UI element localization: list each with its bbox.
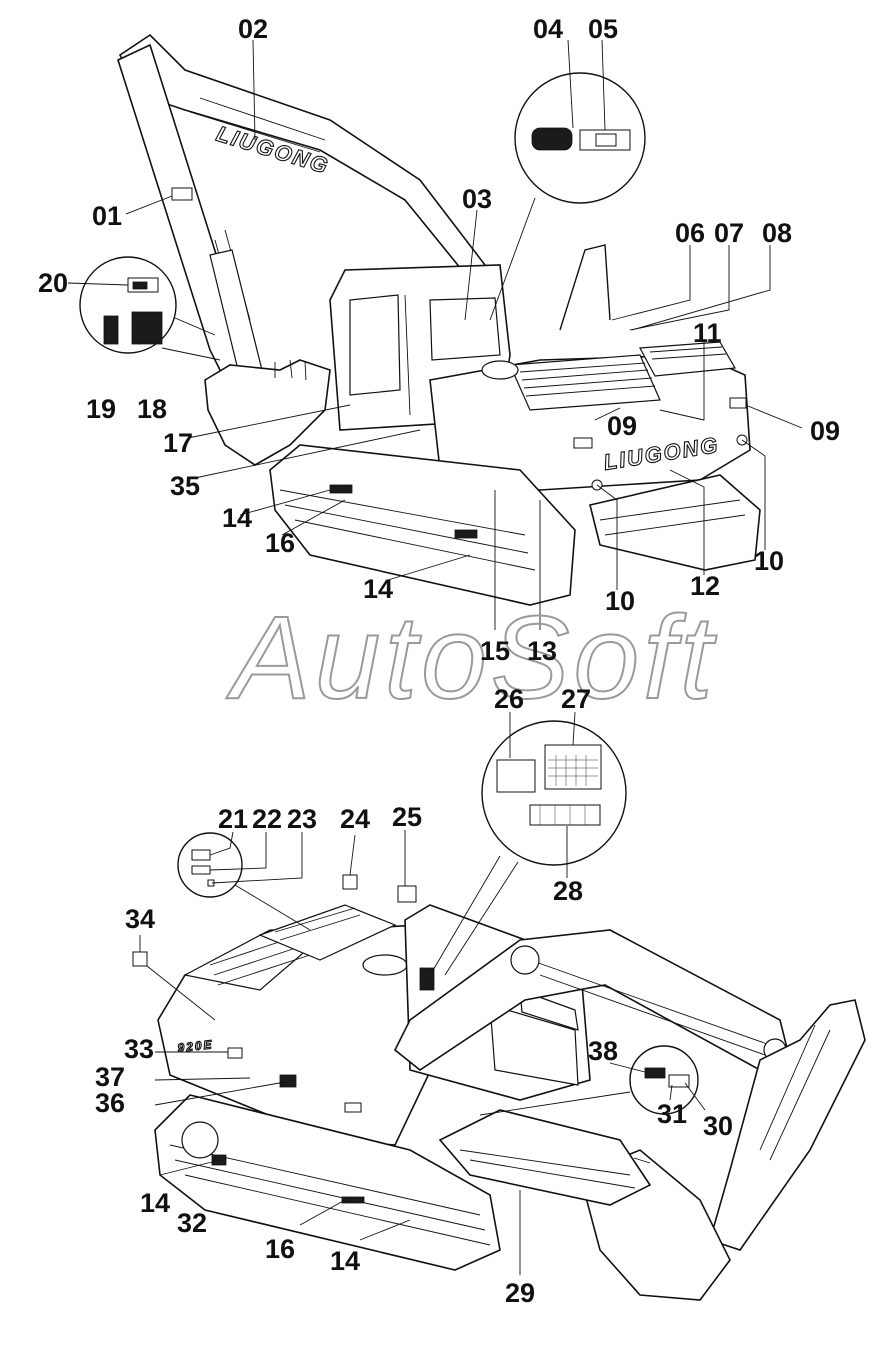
callout-37: 37 bbox=[95, 1062, 125, 1092]
callout-22: 22 bbox=[252, 804, 282, 834]
callout-33: 33 bbox=[124, 1034, 154, 1064]
model-plate-bottom: 920E bbox=[177, 1037, 214, 1055]
callout-30: 30 bbox=[703, 1111, 733, 1141]
callout-13: 13 bbox=[527, 636, 557, 666]
callout-35: 35 bbox=[170, 471, 200, 501]
callout-31: 31 bbox=[657, 1099, 687, 1129]
callout-16-bottom: 16 bbox=[265, 1234, 295, 1264]
detail-circle-04-05 bbox=[489, 72, 646, 321]
callout-17: 17 bbox=[163, 428, 193, 458]
callout-03: 03 bbox=[462, 184, 492, 214]
excavator-top-view: LIUGONG LIUGONG bbox=[117, 33, 761, 606]
callout-23: 23 bbox=[287, 804, 317, 834]
decal-box-34 bbox=[132, 951, 148, 967]
detail-circle-21-23 bbox=[177, 832, 311, 931]
watermark: AutoSoft bbox=[225, 591, 717, 725]
callout-36: 36 bbox=[95, 1088, 125, 1118]
callout-21: 21 bbox=[218, 804, 248, 834]
callout-27: 27 bbox=[561, 684, 591, 714]
callout-10-right: 10 bbox=[754, 546, 784, 576]
callout-25: 25 bbox=[392, 802, 422, 832]
callout-19: 19 bbox=[86, 394, 116, 424]
callout-16: 16 bbox=[265, 528, 295, 558]
callout-09-right: 09 bbox=[810, 416, 840, 446]
watermark-text: AutoSoft bbox=[226, 592, 717, 724]
leader-lines bbox=[67, 39, 803, 1275]
callout-04: 04 bbox=[533, 14, 563, 44]
callout-05: 05 bbox=[588, 14, 618, 44]
callout-12: 12 bbox=[690, 571, 720, 601]
callout-20: 20 bbox=[38, 268, 68, 298]
callout-14-bottom-left: 14 bbox=[140, 1188, 170, 1218]
callout-38: 38 bbox=[588, 1036, 618, 1066]
callout-28: 28 bbox=[553, 876, 583, 906]
callout-11: 11 bbox=[693, 318, 722, 348]
callout-32: 32 bbox=[177, 1208, 207, 1238]
decal-box-25 bbox=[397, 885, 417, 903]
callout-14-upper: 14 bbox=[222, 503, 252, 533]
excavator-bottom-view: 920E bbox=[154, 904, 866, 1301]
callout-09-left: 09 bbox=[607, 411, 637, 441]
callout-15: 15 bbox=[480, 636, 510, 666]
callout-07: 07 bbox=[714, 218, 744, 248]
callout-34: 34 bbox=[125, 904, 155, 934]
callout-14-lower: 14 bbox=[363, 574, 393, 604]
callout-10-left: 10 bbox=[605, 586, 635, 616]
detail-circle-30-38 bbox=[479, 1045, 699, 1116]
callout-29: 29 bbox=[505, 1278, 535, 1308]
callout-24: 24 bbox=[340, 804, 370, 834]
callout-18: 18 bbox=[137, 394, 167, 424]
decal-box-24 bbox=[342, 874, 358, 890]
callout-08: 08 bbox=[762, 218, 792, 248]
callouts-bottom: 21 22 23 24 25 26 27 28 29 30 31 32 33 3… bbox=[95, 684, 733, 1308]
detail-circle-18-20 bbox=[79, 256, 221, 361]
callout-14-bottom-right: 14 bbox=[330, 1246, 360, 1276]
callout-06: 06 bbox=[675, 218, 705, 248]
callout-26: 26 bbox=[494, 684, 524, 714]
callout-02: 02 bbox=[238, 14, 268, 44]
callouts-top: 01 02 03 04 05 06 07 08 09 09 10 10 11 1… bbox=[38, 14, 840, 666]
callout-01: 01 bbox=[92, 201, 122, 231]
